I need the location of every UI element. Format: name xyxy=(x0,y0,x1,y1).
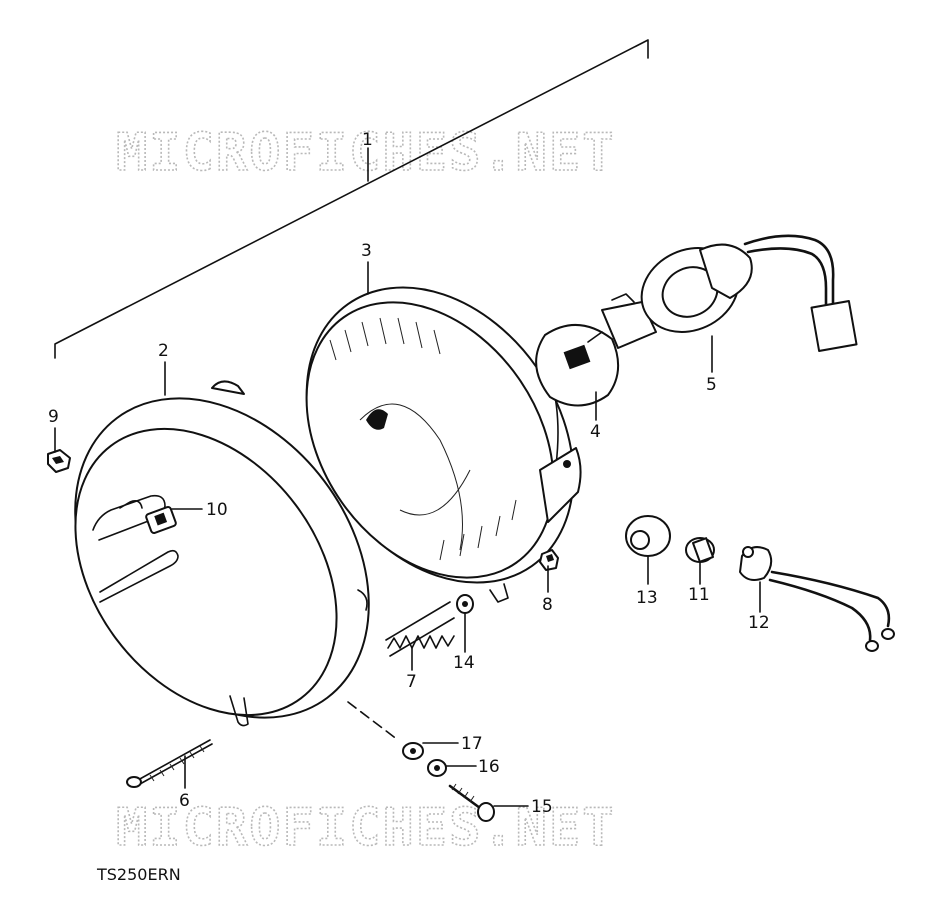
callout-5: 5 xyxy=(706,375,717,395)
callout-13: 13 xyxy=(636,588,658,608)
pilot-socket xyxy=(739,546,895,652)
callouts: 1 2 3 4 5 6 7 8 9 10 11 12 13 14 15 16 1… xyxy=(48,130,770,817)
callout-14: 14 xyxy=(453,653,475,673)
bulb-socket xyxy=(640,234,858,352)
watermark-bottom: MICROFICHES.NET xyxy=(116,798,616,858)
spring-7 xyxy=(385,601,455,657)
lock-washer-16 xyxy=(427,759,447,777)
callout-6: 6 xyxy=(179,791,190,811)
callout-4: 4 xyxy=(590,422,601,442)
grommet-13 xyxy=(625,515,671,557)
callout-10: 10 xyxy=(206,500,228,520)
headlamp-housing xyxy=(74,380,370,727)
callout-11: 11 xyxy=(688,585,710,605)
callout-16: 16 xyxy=(478,757,500,777)
screw-15 xyxy=(448,783,495,822)
screw-6 xyxy=(126,739,213,788)
watermark-top: MICROFICHES.NET xyxy=(116,123,616,183)
callout-7: 7 xyxy=(406,672,417,692)
headlight-bulb xyxy=(535,293,657,407)
callout-2: 2 xyxy=(158,341,169,361)
headlight-unit xyxy=(305,286,582,603)
callout-3: 3 xyxy=(361,241,372,261)
model-code: TS250ERN xyxy=(96,865,181,884)
callout-8: 8 xyxy=(542,595,553,615)
callout-17: 17 xyxy=(461,734,483,754)
pilot-bulb xyxy=(685,537,715,563)
callout-9: 9 xyxy=(48,407,59,427)
assembly-bracket xyxy=(54,39,649,359)
nut-8 xyxy=(539,549,559,571)
washer-14 xyxy=(456,594,474,614)
screw-9 xyxy=(47,449,71,473)
leader-lines xyxy=(54,261,761,807)
callout-15: 15 xyxy=(531,797,553,817)
washer-17 xyxy=(402,742,424,760)
assembly-axis-line xyxy=(347,701,399,741)
callout-12: 12 xyxy=(748,613,770,633)
callout-1: 1 xyxy=(362,130,373,150)
